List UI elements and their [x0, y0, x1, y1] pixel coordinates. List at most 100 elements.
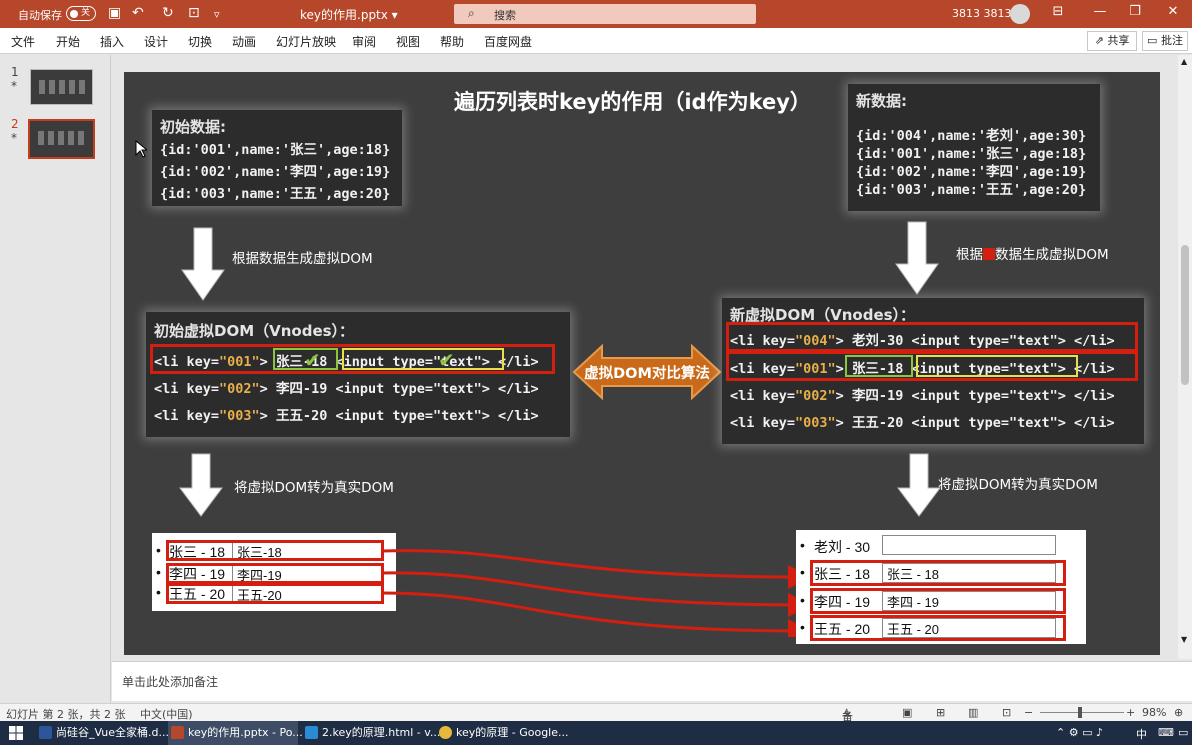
- chrome-icon: [439, 726, 452, 739]
- taskbar-item-vscode[interactable]: 2.key的原理.html - v...: [302, 721, 440, 745]
- highlight-mark: [983, 248, 995, 260]
- share-icon: ⇗: [1094, 34, 1104, 47]
- compare-double-arrow-icon: [572, 344, 722, 400]
- minimize-icon[interactable]: —: [1093, 4, 1107, 19]
- title-bar: 自动保存 关 ▣ ↶ ↻ ⊡ ▿ key的作用.pptx ▾ ⌕ 搜索 3813…: [0, 0, 1192, 28]
- new-vdom-heading: 新虚拟DOM（Vnodes）：: [730, 306, 916, 324]
- thumb-number-1: 1: [11, 65, 19, 79]
- tab-baidu-netdisk[interactable]: 百度网盘: [484, 35, 533, 49]
- real-right-label-2: 张三 - 18: [814, 566, 871, 582]
- caption-generate-new-vdom-a: 根据: [956, 247, 983, 263]
- slide-sorter-icon[interactable]: ⊞: [936, 706, 946, 719]
- windows-start-icon[interactable]: [9, 726, 23, 740]
- save-icon[interactable]: ▣: [108, 5, 122, 21]
- taskbar-item-powerpoint[interactable]: key的作用.pptx - Po...: [168, 721, 303, 745]
- bullet: •: [156, 564, 161, 580]
- autosave-label: 自动保存: [18, 9, 62, 22]
- bullet: •: [800, 564, 805, 580]
- highlight-row-frame: [150, 344, 555, 374]
- initial-vnode-row-3: <li key="003"> 王五-20 <input type="text">…: [154, 408, 539, 424]
- zoom-slider[interactable]: [1040, 712, 1124, 713]
- search-box[interactable]: ⌕ 搜索: [454, 4, 756, 24]
- comments-button[interactable]: ▭ 批注: [1142, 31, 1188, 51]
- notification-icon[interactable]: ▭: [1178, 726, 1189, 739]
- tab-file[interactable]: 文件: [11, 35, 36, 49]
- real-right-input-4[interactable]: 王五 - 20: [882, 618, 1056, 638]
- tab-review[interactable]: 审阅: [352, 35, 377, 49]
- slide[interactable]: 遍历列表时key的作用（id作为key） 初始数据: {id:'001',nam…: [124, 72, 1160, 655]
- ribbon-display-icon[interactable]: ⊟: [1052, 4, 1064, 19]
- reading-view-icon[interactable]: ▥: [968, 706, 979, 719]
- bullet: •: [156, 584, 161, 600]
- real-right-label-3: 李四 - 19: [814, 594, 871, 610]
- real-left-frame-2: [166, 563, 384, 584]
- new-data-heading: 新数据:: [856, 92, 907, 110]
- new-data-line-1: {id:'004',name:'老刘',age:30}: [856, 128, 1087, 144]
- tab-home[interactable]: 开始: [56, 35, 81, 49]
- close-icon[interactable]: ✕: [1167, 4, 1179, 19]
- maximize-icon[interactable]: ❐: [1129, 4, 1141, 19]
- tab-view[interactable]: 视图: [396, 35, 421, 49]
- share-button[interactable]: ⇗ 共享: [1087, 31, 1137, 51]
- slide-thumbnail-2[interactable]: [28, 119, 95, 159]
- real-right-frame-4: [810, 615, 1066, 641]
- taskbar-item-word-label: 尚硅谷_Vue全家桶.d...: [56, 726, 169, 739]
- vertical-scrollbar[interactable]: ▲ ▼: [1178, 55, 1192, 659]
- bullet: •: [800, 537, 805, 553]
- scroll-down-icon[interactable]: ▼: [1181, 635, 1188, 644]
- ribbon-tabs: 文件 开始 插入 设计 切换 动画 幻灯片放映 审阅 视图 帮助 百度网盘 ⇗ …: [0, 28, 1192, 54]
- thumb-star-1: *: [11, 79, 17, 93]
- initial-data-line-1: {id:'001',name:'张三',age:18}: [160, 142, 391, 158]
- redo-icon[interactable]: ↻: [162, 5, 174, 21]
- new-vdom-box: 新虚拟DOM（Vnodes）： <li key="004"> 老刘-30 <in…: [722, 298, 1144, 444]
- tab-insert[interactable]: 插入: [100, 35, 125, 49]
- slide-thumbnail-1[interactable]: [30, 69, 93, 105]
- taskbar-item-powerpoint-label: key的作用.pptx - Po...: [188, 726, 303, 739]
- tab-design[interactable]: 设计: [144, 35, 169, 49]
- tab-help[interactable]: 帮助: [440, 35, 465, 49]
- real-right-input-1[interactable]: [882, 535, 1056, 555]
- search-icon: ⌕: [468, 6, 475, 20]
- new-vnode-row-2: <li key="001"> 张三-18 <input type="text">…: [730, 361, 1115, 377]
- input-mode-icon[interactable]: ⌨: [1158, 726, 1174, 739]
- zoom-slider-thumb[interactable]: [1078, 707, 1082, 718]
- mapping-arrows: [382, 549, 812, 637]
- tab-animations[interactable]: 动画: [232, 35, 257, 49]
- compare-label: 虚拟DOM对比算法: [584, 366, 710, 382]
- undo-icon[interactable]: ↶: [132, 5, 144, 21]
- language-indicator[interactable]: 中文(中国): [140, 708, 193, 721]
- new-vnode-row-1: <li key="004"> 老刘-30 <input type="text">…: [730, 333, 1115, 349]
- tab-transitions[interactable]: 切换: [188, 35, 213, 49]
- down-arrow-icon: [181, 227, 225, 301]
- initial-vdom-heading: 初始虚拟DOM（Vnodes）：: [154, 322, 355, 340]
- tray-icons[interactable]: ⌃ ⚙ ▭ ♪: [1056, 726, 1103, 739]
- autosave-toggle[interactable]: 关: [66, 6, 96, 21]
- fit-to-window-icon[interactable]: ⊕: [1174, 706, 1184, 719]
- tab-slideshow[interactable]: 幻灯片放映: [276, 35, 337, 49]
- notes-pane[interactable]: 单击此处添加备注: [112, 661, 1192, 701]
- zoom-in-icon[interactable]: +: [1126, 706, 1136, 719]
- bullet: •: [156, 542, 161, 558]
- scrollbar-thumb[interactable]: [1181, 245, 1189, 385]
- avatar[interactable]: [1010, 4, 1030, 24]
- new-data-line-2: {id:'001',name:'张三',age:18}: [856, 146, 1087, 162]
- zoom-level[interactable]: 98%: [1142, 706, 1167, 719]
- check-icon: ✔: [304, 348, 321, 372]
- taskbar-item-chrome[interactable]: key的原理 - Google...: [436, 721, 569, 745]
- customize-qat-icon[interactable]: ▿: [214, 8, 220, 21]
- real-right-input-3[interactable]: 李四 - 19: [882, 591, 1056, 611]
- normal-view-icon[interactable]: ▣: [902, 706, 913, 719]
- real-left-label-2: 李四 - 19: [169, 566, 226, 582]
- ime-indicator[interactable]: 中: [1136, 728, 1147, 741]
- zoom-out-icon[interactable]: −: [1024, 706, 1034, 719]
- input-compare-frame: [916, 355, 1078, 377]
- taskbar-item-word[interactable]: 尚硅谷_Vue全家桶.d...: [36, 721, 169, 745]
- user-name[interactable]: 3813 3813: [952, 7, 1012, 20]
- document-title[interactable]: key的作用.pptx ▾: [300, 8, 398, 22]
- caption-generate-vdom: 根据数据生成虚拟DOM: [232, 251, 373, 267]
- search-placeholder: 搜索: [494, 9, 516, 22]
- real-right-input-2[interactable]: 张三 - 18: [882, 563, 1056, 583]
- scroll-up-icon[interactable]: ▲: [1181, 57, 1188, 66]
- slideshow-view-icon[interactable]: ⊡: [1002, 706, 1012, 719]
- present-icon[interactable]: ⊡: [188, 5, 200, 21]
